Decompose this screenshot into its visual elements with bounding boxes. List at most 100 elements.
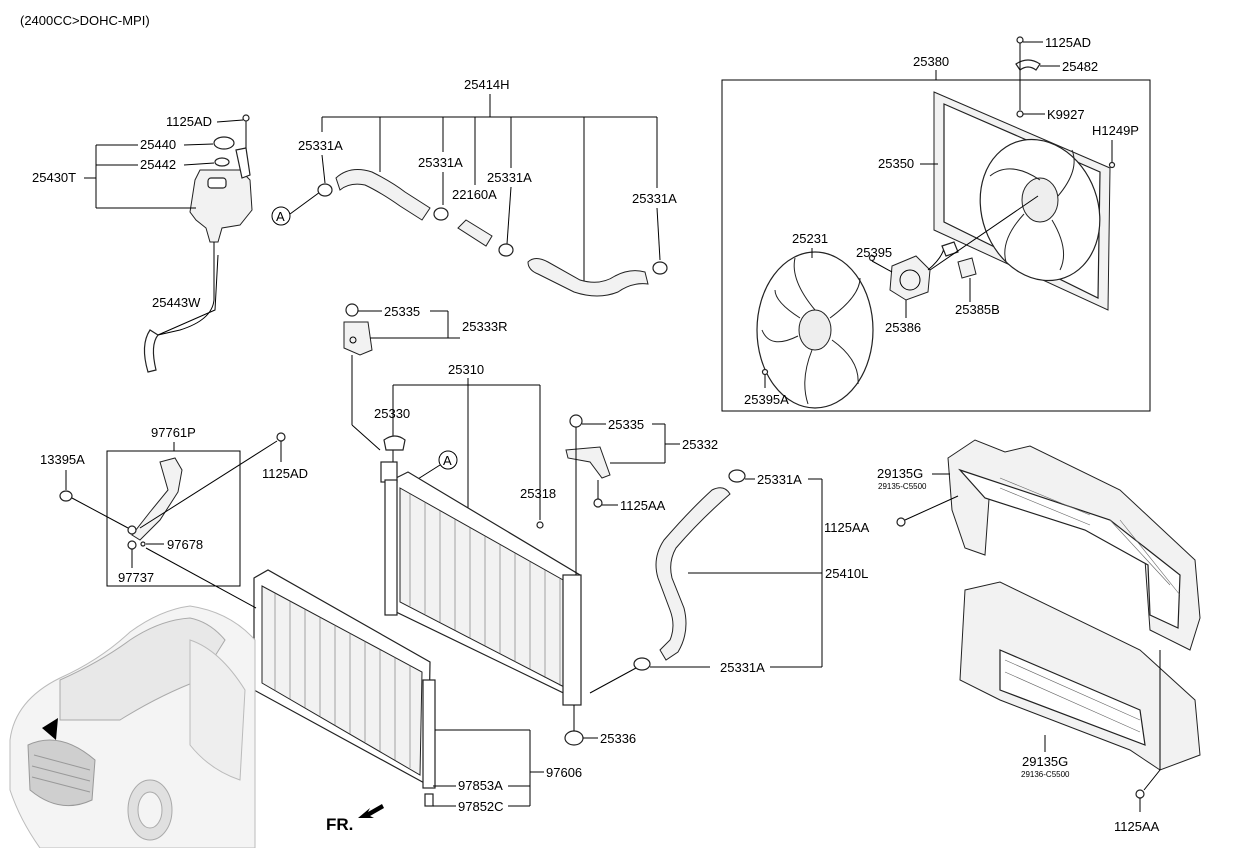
callout-97761P: 97761P <box>151 425 196 440</box>
front-end-carrier <box>947 439 1201 771</box>
radiator-left-tank <box>384 479 398 616</box>
bolt-1125AA-center <box>593 498 603 508</box>
fan-nut-K9927 <box>1016 110 1024 118</box>
reservoir-cap <box>213 136 235 150</box>
condenser-receiver-drier <box>422 679 436 789</box>
callout-25442: 25442 <box>140 157 176 172</box>
callout-25231: 25231 <box>792 231 828 246</box>
callout-25331A-d: 25331A <box>632 191 677 206</box>
upper-hose-2 <box>527 258 649 297</box>
fan-clip <box>1015 59 1041 71</box>
callout-97737: 97737 <box>118 570 154 585</box>
engine-spec-label: (2400CC>DOHC-MPI) <box>20 13 150 28</box>
reservoir-tank-group <box>143 114 253 373</box>
callout-25380: 25380 <box>913 54 949 69</box>
callout-29135G-lower: 29135G <box>1022 754 1068 769</box>
callout-25395: 25395 <box>856 245 892 260</box>
location-indicator <box>42 718 58 740</box>
overflow-hose <box>143 329 159 373</box>
bracket-grommet-right <box>569 414 583 428</box>
reservoir-bracket <box>235 147 251 179</box>
hose-clamp-4 <box>652 261 668 275</box>
callout-25332: 25332 <box>682 437 718 452</box>
hose-clamp-1 <box>317 183 333 197</box>
radiator-right-tank <box>562 574 582 706</box>
ac-oring <box>140 541 146 547</box>
callout-97606: 97606 <box>546 765 582 780</box>
reference-mark-a-top <box>271 206 291 226</box>
callout-1125AA-a: 1125AA <box>620 498 666 513</box>
reservoir-seal-ring <box>214 157 230 167</box>
callout-25331A-a: 25331A <box>298 138 343 153</box>
callout-25333R: 25333R <box>462 319 508 334</box>
upper-bracket-left <box>343 303 373 356</box>
fan-resistor-25385B <box>957 257 977 279</box>
hose-connector-pipe <box>457 219 493 247</box>
ac-pipe-fitting <box>127 525 137 535</box>
ac-grommet <box>59 490 73 502</box>
callout-25335-a: 25335 <box>384 304 420 319</box>
vehicle-illustration <box>9 605 256 848</box>
callout-K9927: K9927 <box>1047 107 1085 122</box>
callout-25385B: 25385B <box>955 302 1000 317</box>
callout-25386: 25386 <box>885 320 921 335</box>
callout-25331A-f: 25331A <box>720 660 765 675</box>
lower-hose <box>655 487 731 661</box>
callout-1125AD-ac: 1125AD <box>262 466 308 481</box>
callout-25331A-b: 25331A <box>418 155 463 170</box>
hose-clamp-5 <box>728 469 746 483</box>
callout-H1249P: H1249P <box>1092 123 1139 138</box>
bolt-1125AA-lower <box>1135 789 1145 799</box>
ac-pipe-fitting-2 <box>127 540 137 550</box>
callout-97678: 97678 <box>167 537 203 552</box>
callout-13395A: 13395A <box>40 452 85 467</box>
drier-plug <box>424 793 434 807</box>
fan-screw-H1249P <box>1108 161 1116 169</box>
drain-plug <box>536 521 544 529</box>
callout-1125AD-fan: 1125AD <box>1045 35 1091 50</box>
hose-clamp-3 <box>498 243 514 257</box>
fan-motor <box>889 241 977 301</box>
callout-25443W: 25443W <box>152 295 201 310</box>
callout-97852C: 97852C <box>458 799 504 814</box>
callout-29135G-upper-sub: 29135-C5500 <box>878 482 927 491</box>
radiator-core <box>380 461 582 706</box>
hose-clamp-2 <box>433 207 449 221</box>
bolt-1125AD-fan <box>1016 36 1024 44</box>
callout-22160A: 22160A <box>452 187 497 202</box>
fan-shroud <box>933 91 1111 311</box>
callout-25330: 25330 <box>374 406 410 421</box>
callout-25410L: 25410L <box>825 566 868 581</box>
cooling-fan-blade <box>756 251 874 409</box>
hose-clamp-6 <box>633 657 651 671</box>
callout-25331A-e: 25331A <box>757 472 802 487</box>
callout-25395A: 25395A <box>744 392 789 407</box>
bracket-grommet <box>345 303 359 317</box>
upper-hose-1 <box>335 169 431 221</box>
callout-25482: 25482 <box>1062 59 1098 74</box>
callout-A-top: A <box>276 209 285 224</box>
callout-1125AD: 1125AD <box>166 114 212 129</box>
callout-1125AA-c: 1125AA <box>1114 819 1160 834</box>
callout-25440: 25440 <box>140 137 176 152</box>
callout-25318: 25318 <box>520 486 556 501</box>
callout-29135G-lower-sub: 29136-C5500 <box>1021 770 1070 779</box>
callout-29135G-upper: 29135G <box>877 466 923 481</box>
callout-25331A-c: 25331A <box>487 170 532 185</box>
callout-25430T: 25430T <box>32 170 76 185</box>
callout-25310: 25310 <box>448 362 484 377</box>
bolt-1125AD-ac <box>276 432 286 442</box>
bracket-25333R <box>343 321 373 356</box>
radiator-cap <box>383 435 406 451</box>
reference-mark-a-radiator <box>438 450 458 470</box>
callout-1125AA-b: 1125AA <box>824 520 870 535</box>
ac-pipe-bracket <box>131 457 183 541</box>
fan-nut-25395A <box>761 368 769 376</box>
callout-25414H: 25414H <box>464 77 510 92</box>
callout-A-radiator: A <box>443 453 452 468</box>
reservoir-filler-neck <box>207 177 227 189</box>
reservoir-bolt <box>242 114 250 122</box>
front-direction-arrow-icon <box>358 804 384 818</box>
callout-25350: 25350 <box>878 156 914 171</box>
